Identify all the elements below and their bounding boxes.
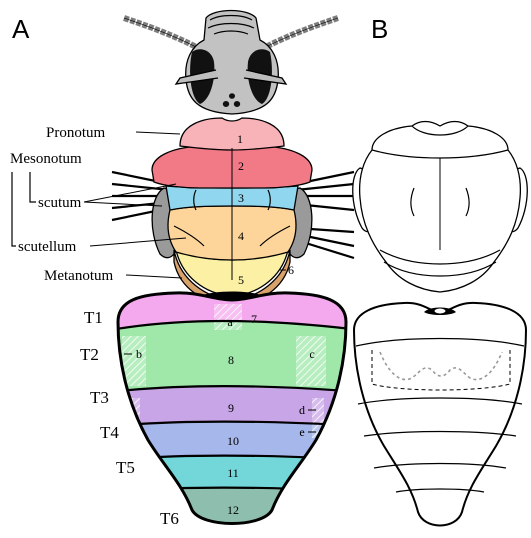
region-number-7: 7 — [251, 312, 257, 326]
region-number-8: 8 — [228, 353, 234, 367]
region-number-1: 1 — [237, 132, 243, 146]
panel-label-b: B — [371, 14, 388, 44]
region-number-11: 11 — [227, 466, 239, 480]
label-t1: T1 — [84, 308, 103, 327]
label-metanotum: Metanotum — [44, 268, 113, 284]
muscle-letter-b: b — [136, 347, 142, 361]
region-number-10: 10 — [227, 434, 239, 448]
label-scutum: scutum — [38, 195, 82, 211]
head — [176, 11, 286, 115]
region-number-6: 6 — [288, 263, 294, 277]
label-mesonotum: Mesonotum — [10, 151, 82, 167]
label-t6: T6 — [160, 509, 179, 528]
region-number-12: 12 — [227, 503, 239, 517]
thorax-outline-b — [353, 122, 528, 293]
label-scutellum: scutellum — [18, 239, 77, 255]
muscle-letter-e: e — [299, 425, 304, 439]
muscle-letter-a: a — [227, 315, 233, 329]
label-t2: T2 — [80, 345, 99, 364]
region-number-2: 2 — [238, 159, 244, 173]
muscle-area-c — [296, 336, 326, 386]
label-t3: T3 — [90, 388, 109, 407]
muscle-letter-d: d — [299, 403, 305, 417]
region-number-4: 4 — [238, 229, 244, 243]
panel-b — [353, 122, 528, 526]
region-number-5: 5 — [238, 273, 244, 287]
abdomen-outline-b — [354, 303, 526, 526]
pronotum-region-1 — [180, 118, 284, 150]
panel-a: 1 2 3 4 5 6 7 8 9 10 11 12 a b c d e Pro… — [10, 11, 360, 538]
label-pronotum: Pronotum — [46, 125, 106, 141]
muscle-letter-c: c — [309, 347, 314, 361]
label-t5: T5 — [116, 458, 135, 477]
region-number-3: 3 — [238, 191, 244, 205]
abdomen — [110, 290, 360, 538]
label-t4: T4 — [100, 423, 119, 442]
panel-label-a: A — [12, 14, 30, 44]
region-number-9: 9 — [228, 401, 234, 415]
